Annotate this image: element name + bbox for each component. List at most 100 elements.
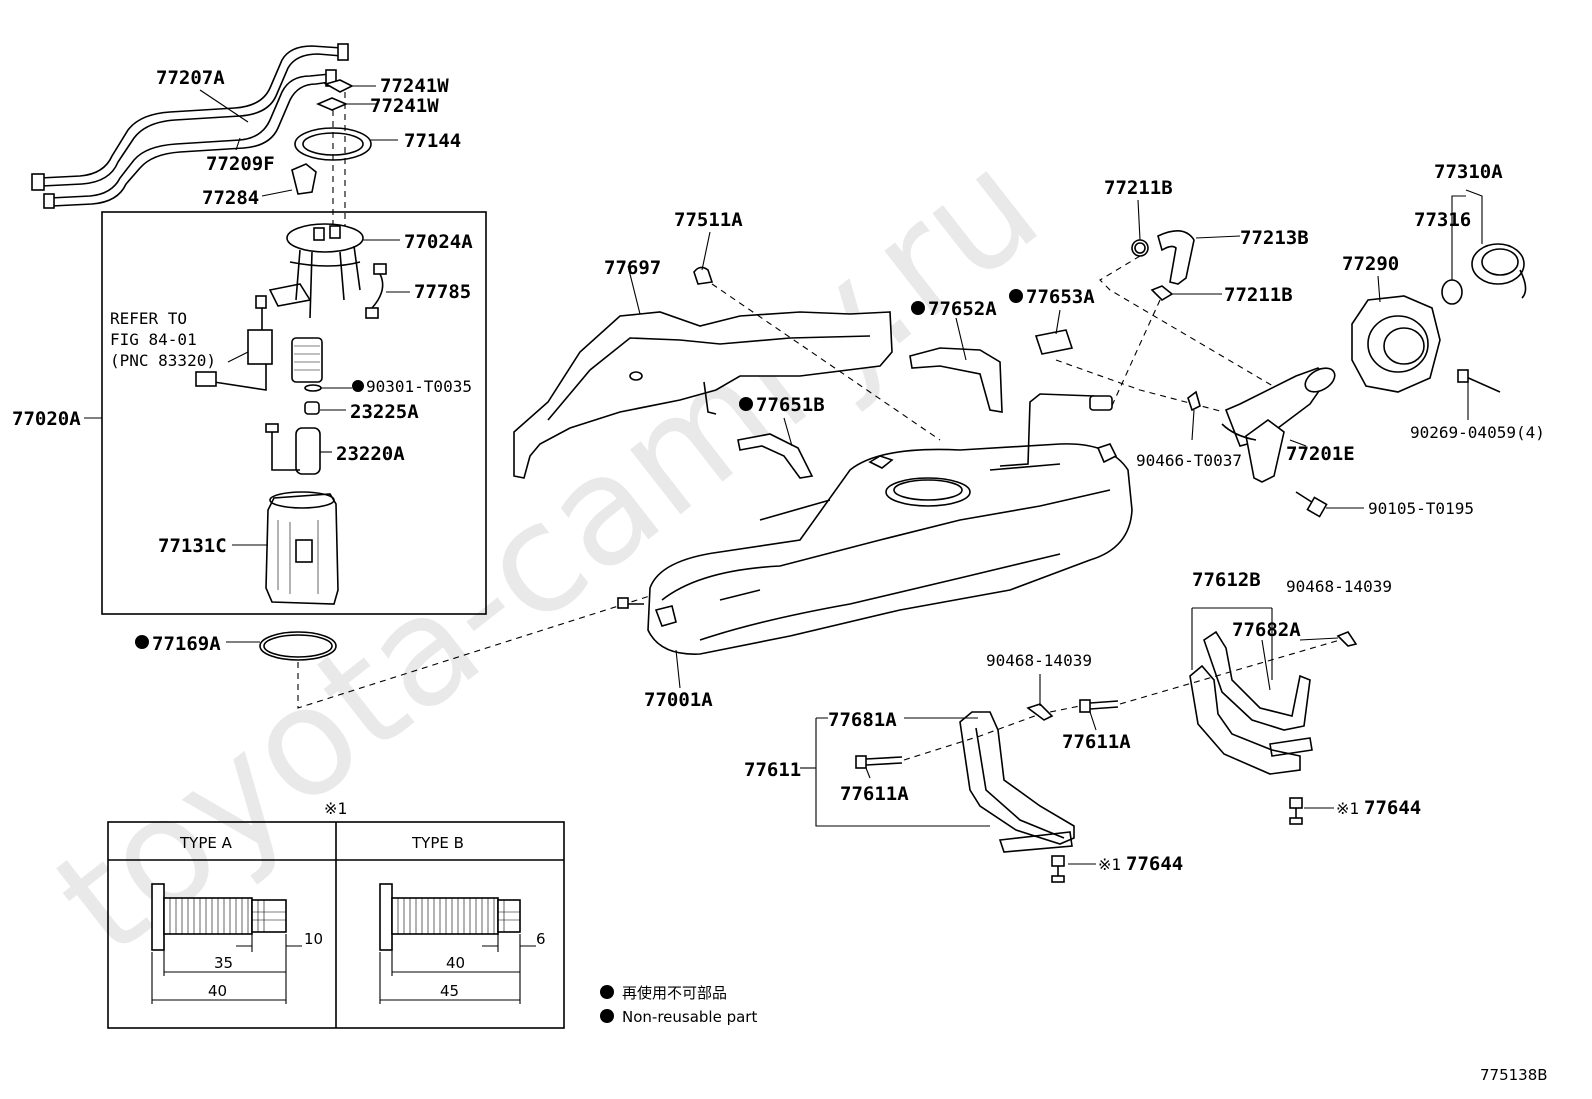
label-77681A: 77681A <box>828 709 897 731</box>
fuel-sender-gauge <box>195 295 273 391</box>
label-77211B-upper: 77211B <box>1104 177 1173 199</box>
bolt-type-a: 35 40 10 <box>151 883 323 1004</box>
refer-line-3: (PNC 83320) <box>110 351 216 370</box>
type-a-dim-40: 40 <box>208 982 227 1000</box>
note-mark-77644-left: ※1 <box>1098 855 1121 874</box>
clamp-77211B-lower <box>1150 285 1174 302</box>
non-reusable-dot-77652A <box>911 301 925 315</box>
label-77653A: 77653A <box>1026 286 1095 308</box>
clip-77284 <box>291 163 317 195</box>
label-77211B-lower: 77211B <box>1224 284 1293 306</box>
pad-77651B <box>737 433 814 479</box>
note-mark-77644-right: ※1 <box>1336 799 1359 818</box>
gasket-77316 <box>1441 279 1463 305</box>
label-77144: 77144 <box>404 130 461 152</box>
type-b-label: TYPE B <box>411 834 464 852</box>
clip-90468-14039-right <box>1336 631 1358 647</box>
type-b-dim-6: 6 <box>536 930 546 948</box>
bolt-77644-left <box>1051 855 1065 883</box>
bolt-77611A-right <box>1079 699 1119 713</box>
fuel-pump-assembly-box <box>101 211 487 615</box>
label-77612B: 77612B <box>1192 569 1261 591</box>
label-77644-left: 77644 <box>1126 853 1183 875</box>
label-23225A: 23225A <box>350 401 419 423</box>
legend-dot-jp <box>600 985 614 999</box>
grommet-77511A <box>693 266 714 285</box>
refer-line-2: FIG 84-01 <box>110 330 197 349</box>
refer-line-1: REFER TO <box>110 309 187 328</box>
label-90468-14039-right: 90468-14039 <box>1286 577 1392 596</box>
label-77213B: 77213B <box>1240 227 1309 249</box>
fuel-tank-77001A <box>617 393 1133 655</box>
bolt-77611A-left <box>855 755 903 769</box>
heat-protector-77697 <box>513 311 893 479</box>
bolt-77644-right <box>1289 797 1303 825</box>
fuel-suction-cup-77131C <box>265 491 339 605</box>
label-77310A: 77310A <box>1434 161 1503 183</box>
fuel-lid-box-77290 <box>1351 295 1441 393</box>
label-77611: 77611 <box>744 759 801 781</box>
label-77241W-lower: 77241W <box>370 95 439 117</box>
label-77697: 77697 <box>604 257 661 279</box>
fuel-pump-plate-77024A <box>268 223 364 319</box>
label-77652A: 77652A <box>928 298 997 320</box>
hose-77213B <box>1157 230 1195 285</box>
legend-text-en: Non-reusable part <box>622 1008 757 1026</box>
label-77207A: 77207A <box>156 67 225 89</box>
leader-lines <box>84 85 1483 865</box>
label-77316: 77316 <box>1414 209 1471 231</box>
label-77290: 77290 <box>1342 253 1399 275</box>
non-reusable-dot-77651B <box>739 397 753 411</box>
type-b-dim-40: 40 <box>446 954 465 972</box>
label-77020A: 77020A <box>12 408 81 430</box>
clip-90466-T0037 <box>1187 390 1201 412</box>
fuel-cap-77310A <box>1471 243 1527 299</box>
label-77644-right: 77644 <box>1364 797 1421 819</box>
type-a-dim-10: 10 <box>304 930 323 948</box>
wire-harness-77785 <box>365 263 387 319</box>
non-reusable-dot-77653A <box>1009 289 1023 303</box>
bolt-type-table: ※1 TYPE A TYPE B 35 40 10 40 <box>107 799 565 1029</box>
label-90269-04059: 90269-04059(4) <box>1410 423 1545 442</box>
label-77284: 77284 <box>202 187 259 209</box>
type-a-dim-35: 35 <box>214 954 233 972</box>
clamp-77211B-upper <box>1131 239 1149 257</box>
pad-77653A <box>1034 329 1074 355</box>
fuel-filter <box>291 337 323 383</box>
label-77024A: 77024A <box>404 231 473 253</box>
label-23220A: 23220A <box>336 443 405 465</box>
filler-pipe-77201E <box>1221 367 1336 483</box>
table-note-mark: ※1 <box>324 799 347 818</box>
screw-90269-04059 <box>1457 369 1501 393</box>
label-77611A-left: 77611A <box>840 783 909 805</box>
gasket-77169A <box>259 631 337 661</box>
bolt-type-b: 40 45 6 <box>379 883 546 1004</box>
label-77241W-upper: 77241W <box>380 75 449 97</box>
legend: 再使用不可部品 Non-reusable part <box>600 984 757 1026</box>
figure-id: 775138B <box>1480 1066 1548 1084</box>
label-90466-T0037: 90466-T0037 <box>1136 451 1242 470</box>
label-90301-T0035: 90301-T0035 <box>366 377 472 396</box>
label-77001A: 77001A <box>644 689 713 711</box>
o-ring-90301-T0035 <box>304 384 322 392</box>
label-77511A: 77511A <box>674 209 743 231</box>
fuel-line-77207A <box>31 43 349 191</box>
filter-23225A <box>304 401 320 415</box>
non-reusable-dot-90301 <box>352 380 364 392</box>
label-77209F: 77209F <box>206 153 275 175</box>
clip-90468-14039-left <box>1026 703 1054 721</box>
label-90105-T0195: 90105-T0195 <box>1368 499 1474 518</box>
strap-77682A <box>1189 630 1313 775</box>
label-77169A: 77169A <box>152 633 221 655</box>
label-77131C: 77131C <box>158 535 227 557</box>
label-77651B: 77651B <box>756 394 825 416</box>
non-reusable-dot-77169A <box>135 635 149 649</box>
pad-77652A <box>909 347 1003 413</box>
label-77201E: 77201E <box>1286 443 1355 465</box>
fuel-line-77209F <box>43 69 337 209</box>
label-90468-14039-left: 90468-14039 <box>986 651 1092 670</box>
fuel-pump-23220A <box>265 423 321 475</box>
bolt-90105-T0195 <box>1295 491 1328 518</box>
legend-text-jp: 再使用不可部品 <box>622 984 727 1002</box>
